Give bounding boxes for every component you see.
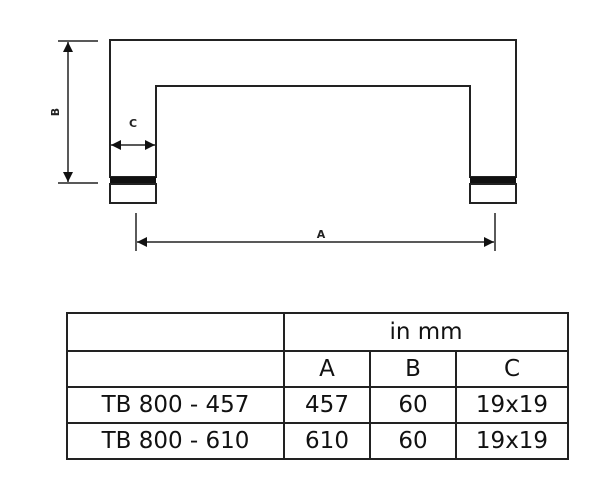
dimension-a-label: A <box>317 228 326 241</box>
left-foot-block <box>109 183 157 204</box>
value-a-cell: 457 <box>283 386 371 424</box>
left-foot-band <box>110 177 156 183</box>
column-header-row: A B C <box>66 350 569 388</box>
right-foot-band <box>470 177 516 183</box>
column-header-b: B <box>369 350 457 388</box>
model-cell: TB 800 - 457 <box>66 386 285 424</box>
empty-header-cell <box>66 350 285 388</box>
dimension-b: B <box>49 40 98 184</box>
dimension-a: A <box>135 213 496 251</box>
empty-header-cell <box>66 312 285 352</box>
value-c-cell: 19x19 <box>455 422 569 460</box>
units-header-row: in mm <box>66 312 569 352</box>
table-row: TB 800 - 610 610 60 19x19 <box>66 422 569 460</box>
table-row: TB 800 - 457 457 60 19x19 <box>66 386 569 424</box>
dimensions-table: in mm A B C TB 800 - 457 457 60 19x19 TB… <box>66 312 569 460</box>
units-header: in mm <box>283 312 569 352</box>
value-a-cell: 610 <box>283 422 371 460</box>
dimension-c-label: C <box>129 117 137 130</box>
dimension-b-label: B <box>49 108 62 116</box>
column-header-a: A <box>283 350 371 388</box>
handle-outline <box>109 39 517 178</box>
value-c-cell: 19x19 <box>455 386 569 424</box>
column-header-c: C <box>455 350 569 388</box>
dimension-c: C <box>111 117 155 150</box>
value-b-cell: 60 <box>369 386 457 424</box>
handle-drawing: B C A <box>49 39 517 251</box>
right-foot-block <box>469 183 517 204</box>
model-cell: TB 800 - 610 <box>66 422 285 460</box>
value-b-cell: 60 <box>369 422 457 460</box>
